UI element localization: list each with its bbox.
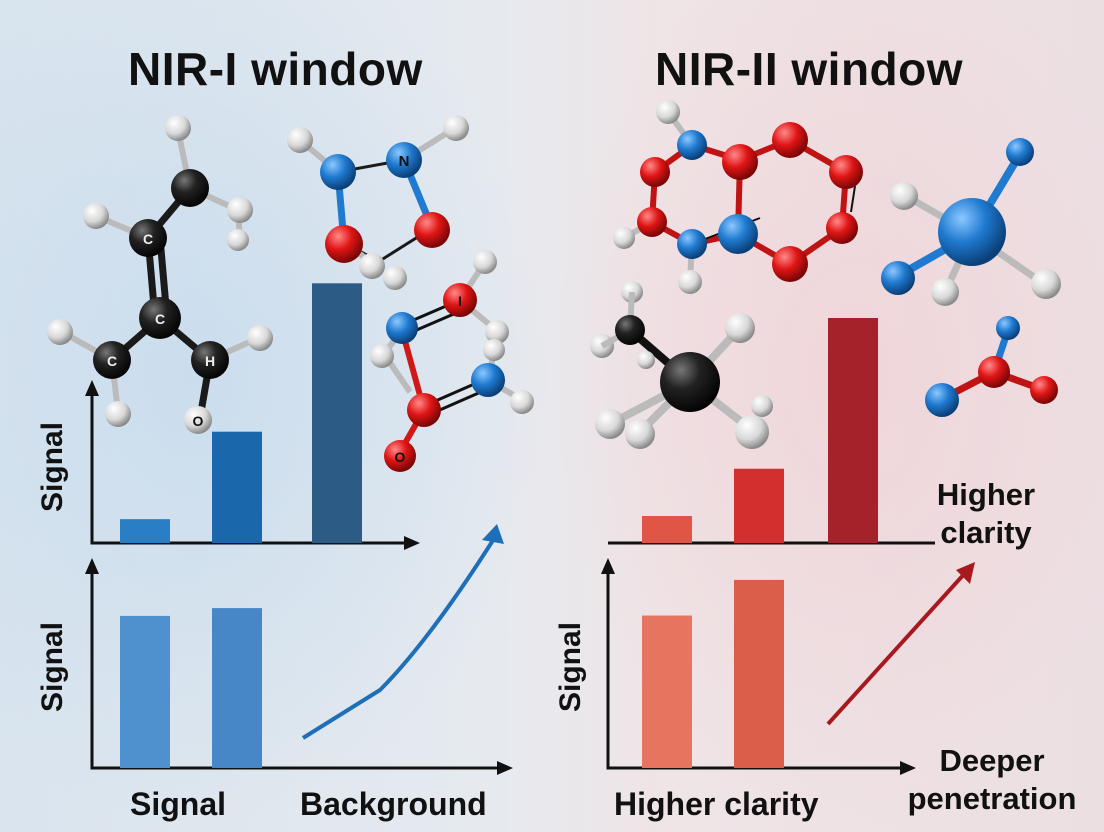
right-top-bar-1 — [642, 516, 692, 543]
molecule-carbon-chain: C C C H O — [47, 115, 273, 434]
right-top-bar-3 — [828, 318, 878, 543]
molecule-fused-rings — [613, 100, 863, 294]
nir-ii-trend-arrow — [826, 570, 968, 726]
nir-ii-arrowhead — [956, 562, 975, 584]
molecule-tetrahedral-blue — [881, 138, 1061, 306]
atom-label: C — [155, 311, 165, 327]
right-bottom-axes — [606, 568, 908, 770]
nir-i-title: NIR-I window — [128, 43, 423, 95]
nir-ii-title: NIR-II window — [655, 43, 964, 95]
right-bottom-bar-2 — [734, 579, 784, 768]
axis-arrowheads — [85, 380, 916, 775]
left-top-ylabel: Signal — [36, 421, 69, 512]
left-xlabel-signal: Signal — [130, 786, 227, 822]
right-top-bar-2 — [734, 468, 784, 543]
molecule-small-blue-red — [925, 316, 1058, 417]
bars-group — [120, 283, 878, 768]
left-top-bar-2 — [212, 431, 262, 543]
annotation-deeper-penetration: Deeper penetration — [907, 743, 1077, 816]
left-top-axes — [90, 390, 412, 545]
annotation-higher-clarity: Higher clarity — [936, 477, 1036, 550]
atom-label: O — [395, 449, 406, 465]
atom-label: N — [399, 153, 410, 170]
atom-label: I — [458, 293, 462, 309]
nir-i-trend-arrow — [301, 532, 499, 740]
nir-i-arrowhead — [482, 524, 504, 544]
left-top-bar-1 — [120, 519, 170, 543]
left-top-bar-3 — [312, 283, 362, 543]
atom-label: H — [205, 353, 215, 369]
left-xlabel-background: Background — [300, 786, 487, 822]
left-bottom-axes — [90, 568, 505, 770]
left-bottom-bar-2 — [212, 608, 262, 768]
molecule-methane — [590, 281, 773, 449]
right-bottom-bar-1 — [642, 615, 692, 768]
right-bottom-ylabel: Signal — [554, 621, 587, 712]
atom-label: C — [107, 353, 117, 369]
molecule-ring-left: N — [287, 115, 469, 290]
left-bottom-bar-1 — [120, 615, 170, 768]
atom-label: O — [193, 413, 204, 429]
right-xlabel: Higher clarity — [614, 786, 819, 822]
left-bottom-ylabel: Signal — [36, 621, 69, 712]
atom-label: C — [143, 231, 153, 247]
molecule-chain-left: I O — [370, 250, 534, 472]
